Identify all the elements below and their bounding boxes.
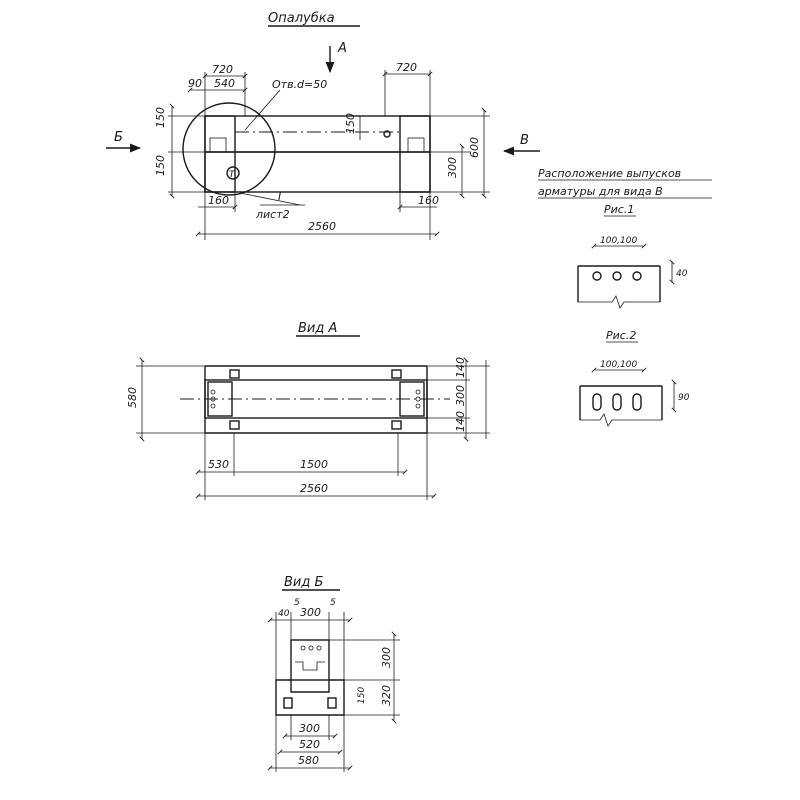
view-a-rebar	[210, 403, 216, 409]
dim-160-left: 160	[208, 194, 229, 207]
fig1-label: Рис.1	[604, 203, 634, 216]
view-a-dim-530: 530	[208, 458, 229, 471]
view-a-left-plate	[207, 381, 233, 417]
view-a-lug	[229, 369, 240, 379]
view-a-lug	[391, 369, 402, 379]
fig2-rebar-2	[612, 393, 622, 411]
fig1-break-line	[578, 295, 660, 309]
view-a-title: Вид А	[298, 321, 337, 336]
view-b: Вид Б 40 5 300 5 300 150 320	[267, 575, 400, 772]
rebar-notes: Расположение выпусков арматуры для вида …	[538, 167, 712, 427]
dim-90: 90	[188, 77, 202, 90]
dim-600: 600	[468, 137, 481, 158]
dim-160-right: 160	[418, 194, 439, 207]
view-b-dim-300-top: 300	[300, 606, 321, 619]
view-a-rebar	[210, 396, 216, 402]
main-view: Опалубка А Б В Т Отв.d=50	[106, 11, 540, 240]
hole-leader	[244, 89, 281, 131]
view-a-dim-580: 580	[126, 387, 139, 408]
view-b-inner-recess	[295, 661, 325, 671]
left-end-block	[204, 115, 236, 193]
view-b-lug	[283, 697, 293, 709]
arrow-a-label: А	[337, 41, 347, 56]
view-a-lug	[229, 420, 240, 430]
dim-720-right: 720	[396, 61, 417, 74]
view-a-rebar	[415, 403, 421, 409]
view-a: Вид А 580 140 300 140	[126, 321, 490, 500]
view-a-lug	[391, 420, 402, 430]
view-a-dim-140-top: 140	[454, 357, 467, 378]
dim-300: 300	[446, 157, 459, 178]
view-a-dim-140-bottom: 140	[454, 411, 467, 432]
view-a-rebar	[415, 396, 421, 402]
right-end-notch	[407, 137, 425, 153]
marker-t-label: Т	[229, 170, 236, 180]
hole-label: Отв.d=50	[272, 78, 327, 91]
fig1-side: 40	[676, 269, 688, 279]
callout-sheet: лист2	[255, 208, 290, 221]
view-a-dim-1500: 1500	[300, 458, 328, 471]
view-b-title: Вид Б	[284, 575, 323, 590]
view-a-rebar	[415, 389, 421, 395]
view-b-dim-300-bottom: 300	[299, 722, 320, 735]
view-b-rebar	[308, 645, 314, 651]
main-view-title: Опалубка	[268, 11, 335, 26]
dim-2560: 2560	[308, 220, 336, 233]
callout-leader	[239, 192, 301, 206]
detail-circle	[182, 102, 276, 196]
arrow-v-label: В	[520, 133, 529, 148]
view-b-dim-40: 40	[278, 609, 290, 619]
view-b-dim-5-left: 5	[294, 598, 300, 608]
fig1-section: 100,100 40	[577, 236, 688, 309]
dim-150-top: 150	[154, 107, 167, 128]
dim-540: 540	[214, 77, 235, 90]
dim-720-left: 720	[212, 63, 233, 76]
fig2-dims: 100,100	[600, 360, 637, 370]
fig2-rebar-1	[592, 393, 602, 411]
view-b-dim-5-right: 5	[330, 598, 336, 608]
beam-top-part	[204, 115, 431, 153]
fig2-rebar-3	[632, 393, 642, 411]
hole-circle	[383, 130, 391, 138]
view-b-rebar	[300, 645, 306, 651]
left-end-notch	[209, 137, 227, 153]
fig2-break-line	[580, 413, 662, 427]
marker-circle	[226, 166, 240, 180]
view-b-column	[290, 639, 330, 681]
view-b-dim-580: 580	[298, 754, 319, 767]
view-b-dim-320: 320	[380, 685, 393, 706]
view-a-dim-300: 300	[454, 385, 467, 406]
rebar-heading-line2: арматуры для вида В	[538, 185, 663, 198]
view-b-lug	[327, 697, 337, 709]
fig2-side: 90	[678, 393, 690, 403]
fig1-rebar-2	[612, 271, 622, 281]
fig2-label: Рис.2	[606, 329, 636, 342]
dim-150-mid: 150	[344, 113, 357, 134]
right-end-block	[399, 115, 431, 193]
arrow-b-label: Б	[114, 130, 123, 145]
view-b-dim-520: 520	[299, 738, 320, 751]
callout-numeral: I	[278, 190, 281, 203]
fig1-rebar-3	[632, 271, 642, 281]
fig1-rebar-1	[592, 271, 602, 281]
view-a-dim-2560: 2560	[300, 482, 328, 495]
fig2-section: 100,100 90	[579, 360, 690, 427]
view-a-rebar	[210, 389, 216, 395]
fig1-dims: 100,100	[600, 236, 637, 246]
rebar-heading-line1: Расположение выпусков	[538, 167, 681, 180]
view-b-dim-300-right: 300	[380, 647, 393, 668]
view-b-base	[275, 679, 345, 716]
view-b-dim-150: 150	[357, 687, 367, 704]
view-b-rebar	[316, 645, 322, 651]
view-a-right-plate	[399, 381, 425, 417]
dim-150-bottom: 150	[154, 155, 167, 176]
